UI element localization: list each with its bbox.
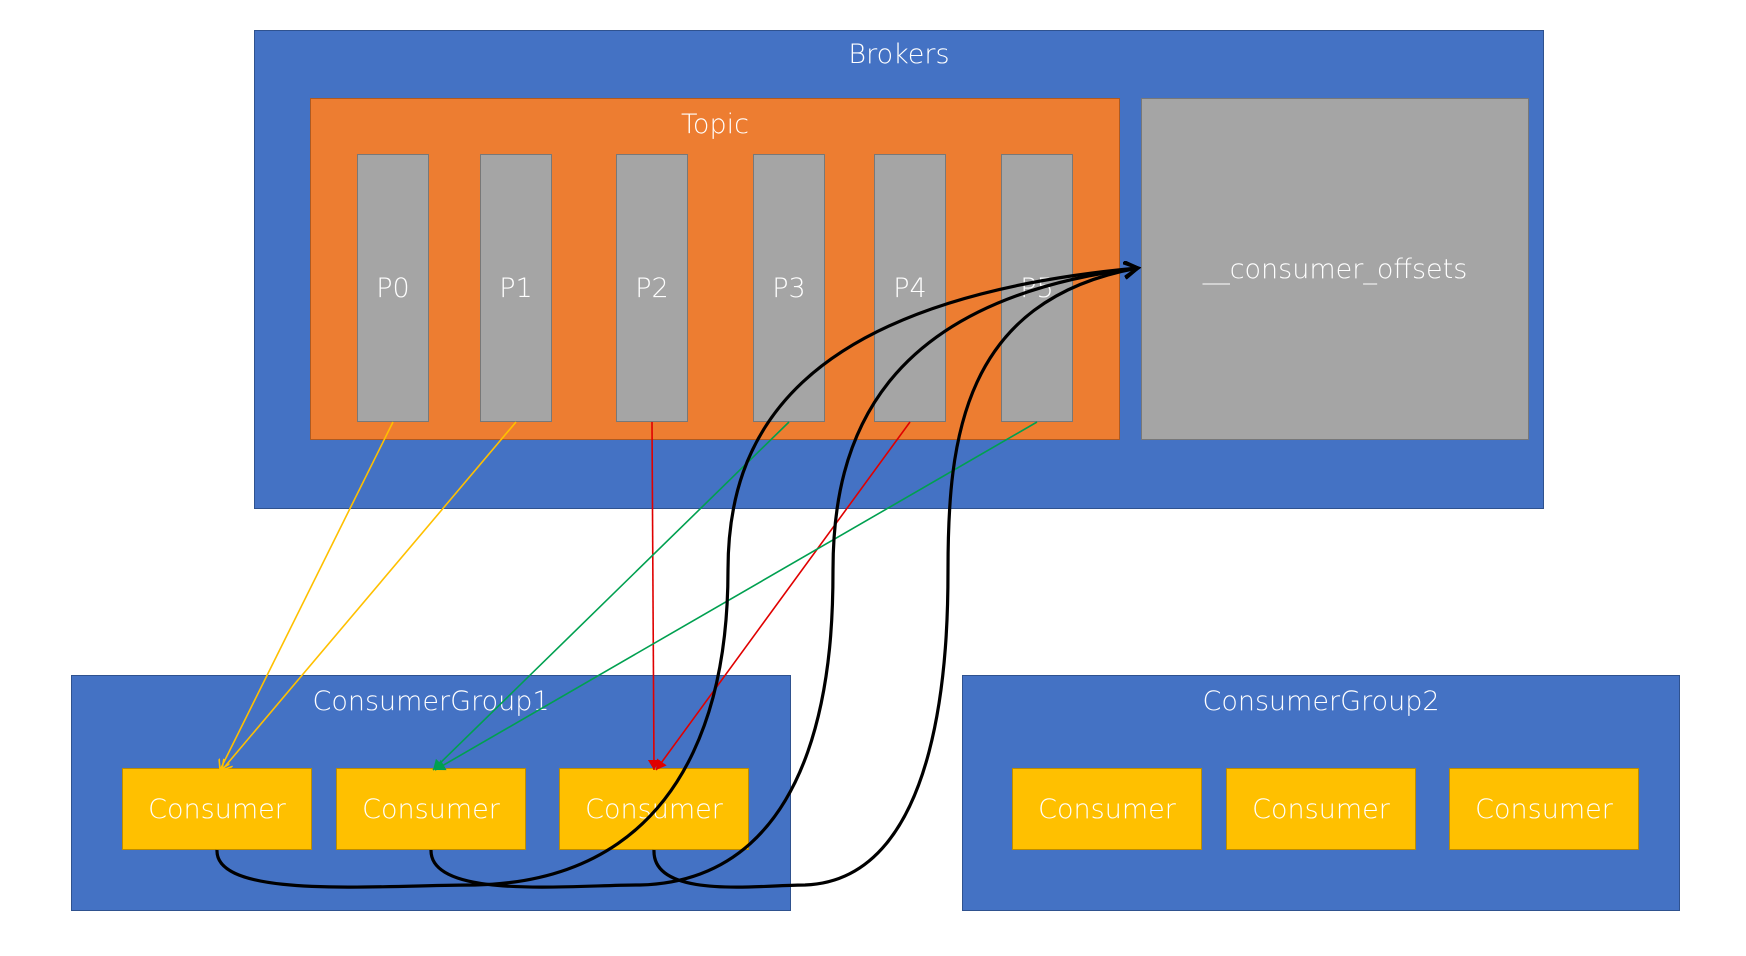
consumer-offsets-label: __consumer_offsets	[1202, 254, 1468, 285]
partition-label: P5	[1020, 272, 1054, 304]
consumer-label: Consumer	[362, 793, 500, 825]
consumer-label: Consumer	[585, 793, 723, 825]
consumer-label: Consumer	[148, 793, 286, 825]
consumer-label: Consumer	[1038, 793, 1176, 825]
topic-container: Topic	[310, 98, 1120, 440]
partition-label: P3	[772, 272, 806, 304]
partition-label: P2	[635, 272, 669, 304]
consumer-offsets-box: __consumer_offsets	[1141, 98, 1529, 440]
partition-p2: P2	[616, 154, 688, 422]
brokers-label: Brokers	[848, 39, 950, 70]
partition-p4: P4	[874, 154, 946, 422]
partition-p5: P5	[1001, 154, 1073, 422]
group1-consumer-1: Consumer	[122, 768, 312, 850]
partition-p1: P1	[480, 154, 552, 422]
group2-consumer-2: Consumer	[1226, 768, 1416, 850]
group1-consumer-3: Consumer	[559, 768, 749, 850]
group2-consumer-3: Consumer	[1449, 768, 1639, 850]
consumer-group-1-label: ConsumerGroup1	[312, 686, 550, 717]
consumer-group-2-label: ConsumerGroup2	[1202, 686, 1440, 717]
partition-p0: P0	[357, 154, 429, 422]
consumer-label: Consumer	[1252, 793, 1390, 825]
group2-consumer-1: Consumer	[1012, 768, 1202, 850]
group1-consumer-2: Consumer	[336, 768, 526, 850]
partition-label: P4	[893, 272, 927, 304]
partition-p3: P3	[753, 154, 825, 422]
partition-label: P1	[499, 272, 533, 304]
partition-label: P0	[376, 272, 410, 304]
consumer-label: Consumer	[1475, 793, 1613, 825]
topic-label: Topic	[681, 109, 749, 140]
